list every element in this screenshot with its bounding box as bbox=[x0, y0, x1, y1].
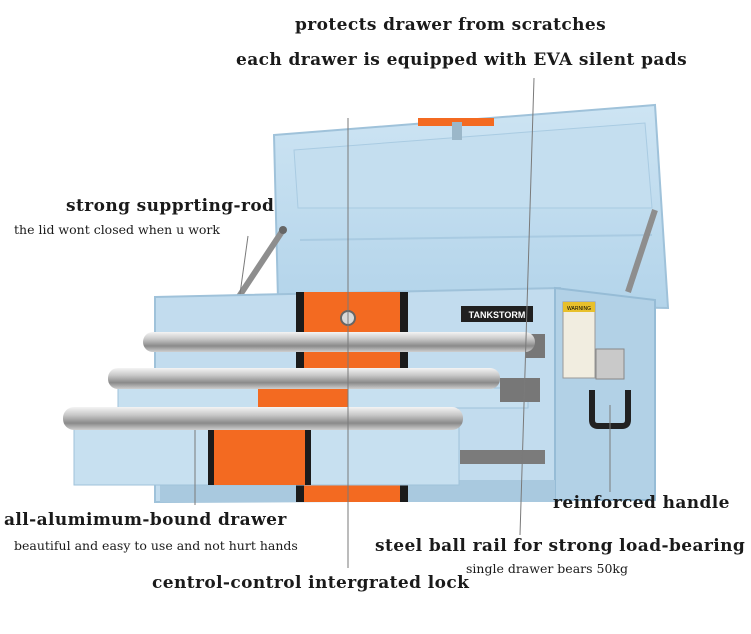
caption-handle: reinforced handle bbox=[553, 493, 730, 513]
toolbox-lid bbox=[272, 103, 670, 310]
brand-badge bbox=[461, 306, 533, 322]
lid-latch bbox=[452, 122, 462, 140]
caption-scratch: protects drawer from scratches bbox=[295, 15, 607, 35]
caption-drawer-title: all-alumimum-bound drawer bbox=[4, 510, 287, 530]
drawer-bar-middle bbox=[108, 368, 500, 389]
callout-rod bbox=[239, 235, 249, 295]
caption-eva-pads: each drawer is equipped with EVA silent … bbox=[236, 50, 688, 70]
caption-rod-sub: the lid wont closed when u work bbox=[14, 222, 220, 237]
warning-sticker-label: WARNING bbox=[567, 306, 591, 312]
warning-sticker bbox=[562, 301, 596, 379]
drawer-handles bbox=[63, 332, 535, 430]
drawer-stack bbox=[73, 334, 545, 486]
caption-lock: centrol-control intergrated lock bbox=[152, 573, 470, 593]
ball-rail bbox=[460, 450, 545, 464]
support-rods bbox=[235, 209, 658, 300]
caption-drawer-sub: beautiful and easy to use and not hurt h… bbox=[14, 538, 298, 553]
caption-rod-title: strong supprting-rod bbox=[66, 196, 275, 216]
caption-rail-sub: single drawer bears 50kg bbox=[466, 561, 629, 576]
caption-rail-title: steel ball rail for strong load-bearing bbox=[375, 536, 746, 556]
drawer-bar-top bbox=[143, 332, 535, 352]
callout-lines bbox=[194, 77, 611, 568]
brand-badge-text: TANKSTORM bbox=[469, 310, 526, 320]
callout-rail bbox=[519, 77, 535, 536]
drawer-bar-bottom bbox=[63, 407, 463, 430]
